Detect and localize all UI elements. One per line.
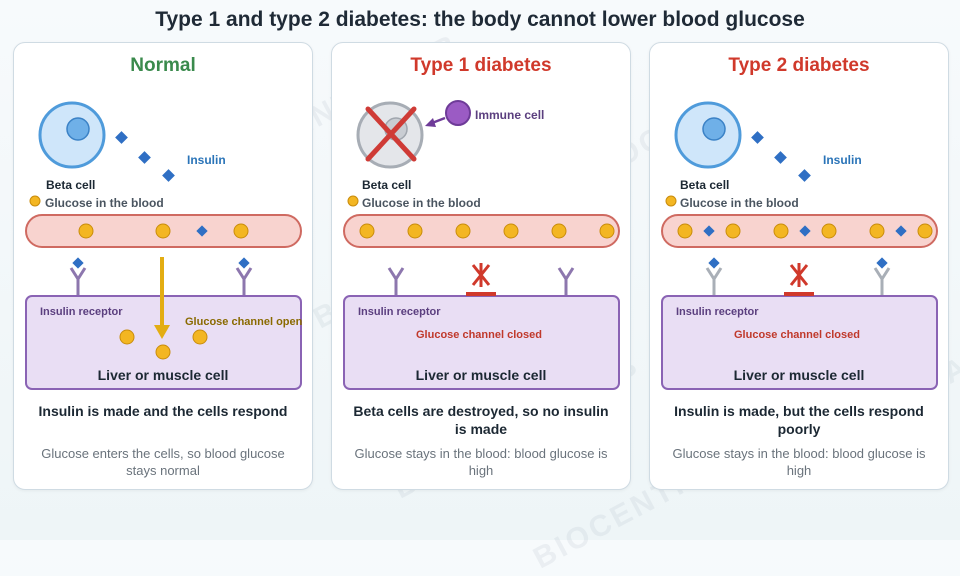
glucose-molecule-icon xyxy=(155,344,171,360)
panel-summary: Insulin is made, but the cells respond p… xyxy=(674,403,924,437)
beta-cell-nucleus-icon xyxy=(66,117,90,141)
insulin-molecule-icon xyxy=(774,151,787,164)
glucose-molecule-icon xyxy=(119,329,135,345)
insulin-molecule-icon xyxy=(799,225,811,237)
panel-heading: Type 2 diabetes xyxy=(728,55,870,76)
insulin-label: Insulin xyxy=(187,153,226,167)
glucose-label: Glucose in the blood xyxy=(362,196,481,210)
panel-summary: Beta cells are destroyed, so no insulin … xyxy=(353,403,609,437)
panel-detail: Glucose enters the cells, so blood gluco… xyxy=(41,446,285,478)
insulin-molecule-icon xyxy=(115,131,128,144)
receptor-label: Insulin receptor xyxy=(358,306,441,318)
glucose-molecule-icon xyxy=(917,223,933,239)
beta-cell-label: Beta cell xyxy=(46,178,96,192)
page-title: Type 1 and type 2 diabetes: the body can… xyxy=(155,8,805,31)
glucose-label: Glucose in the blood xyxy=(45,196,164,210)
insulin-molecule-icon xyxy=(895,225,907,237)
glucose-molecule-icon xyxy=(725,223,741,239)
cross-icon xyxy=(365,106,417,162)
panel-type1: Type 1 diabetes Immune cell Beta cell Gl… xyxy=(331,42,631,490)
insulin-molecule-icon xyxy=(138,151,151,164)
panel-heading: Normal xyxy=(130,55,196,76)
insulin-receptor-icon xyxy=(557,267,575,295)
channel-label: Glucose channel closed xyxy=(734,329,860,341)
normal-illustration xyxy=(25,101,302,390)
arrow-head-icon xyxy=(154,325,170,339)
beta-cell-label: Beta cell xyxy=(362,178,412,192)
insulin-molecule-icon xyxy=(196,225,208,237)
glucose-molecule-icon xyxy=(869,223,885,239)
insulin-molecule-icon xyxy=(798,169,811,182)
bound-insulin-icon xyxy=(72,257,84,269)
receptor-label: Insulin receptor xyxy=(40,306,123,318)
panel-detail: Glucose stays in the blood: blood glucos… xyxy=(672,446,926,478)
bound-insulin-icon xyxy=(708,257,720,269)
glucose-molecule-icon xyxy=(821,223,837,239)
glucose-molecule-icon xyxy=(599,223,615,239)
glucose-legend-icon xyxy=(665,195,677,207)
cell-label: Liver or muscle cell xyxy=(415,367,547,383)
beta-cell-label: Beta cell xyxy=(680,178,730,192)
insulin-molecule-icon xyxy=(162,169,175,182)
glucose-molecule-icon xyxy=(233,223,249,239)
panel-detail: Glucose stays in the blood: blood glucos… xyxy=(354,446,608,478)
glucose-molecule-icon xyxy=(503,223,519,239)
insulin-receptor-icon xyxy=(387,267,405,295)
glucose-molecule-icon xyxy=(359,223,375,239)
immune-cell-icon xyxy=(445,100,471,126)
glucose-molecule-icon xyxy=(155,223,171,239)
insulin-label: Insulin xyxy=(823,153,862,167)
channel-label: Glucose channel open xyxy=(185,316,303,328)
beta-cell-nucleus-icon xyxy=(702,117,726,141)
insulin-receptor-icon xyxy=(705,267,723,295)
glucose-molecule-icon xyxy=(677,223,693,239)
glucose-molecule-icon xyxy=(192,329,208,345)
glucose-molecule-icon xyxy=(455,223,471,239)
insulin-receptor-icon xyxy=(235,267,253,295)
bound-insulin-icon xyxy=(876,257,888,269)
cell-label: Liver or muscle cell xyxy=(733,367,865,383)
immune-cell-label: Immune cell xyxy=(475,108,545,122)
arrow-head-icon xyxy=(425,118,436,127)
type2-illustration xyxy=(661,101,938,390)
glucose-label: Glucose in the blood xyxy=(680,196,799,210)
glucose-molecule-icon xyxy=(78,223,94,239)
panel-normal: Normal Insulin Beta cell Glucose in the … xyxy=(13,42,313,490)
glucose-legend-icon xyxy=(29,195,41,207)
closed-channel-icon xyxy=(471,263,491,287)
bound-insulin-icon xyxy=(238,257,250,269)
cell-label: Liver or muscle cell xyxy=(97,367,229,383)
type1-illustration xyxy=(343,100,620,390)
channel-label: Glucose channel closed xyxy=(416,329,542,341)
panel-heading: Type 1 diabetes xyxy=(410,55,552,76)
glucose-molecule-icon xyxy=(407,223,423,239)
glucose-molecule-icon xyxy=(773,223,789,239)
closed-channel-icon xyxy=(789,263,809,287)
panel-summary: Insulin is made and the cells respond xyxy=(38,403,288,419)
insulin-receptor-icon xyxy=(873,267,891,295)
blood-vessel xyxy=(343,214,620,248)
glucose-legend-icon xyxy=(347,195,359,207)
panel-type2: Type 2 diabetes Insulin Beta cell Glucos… xyxy=(649,42,949,490)
glucose-molecule-icon xyxy=(551,223,567,239)
insulin-receptor-icon xyxy=(69,267,87,295)
insulin-molecule-icon xyxy=(751,131,764,144)
receptor-label: Insulin receptor xyxy=(676,306,759,318)
